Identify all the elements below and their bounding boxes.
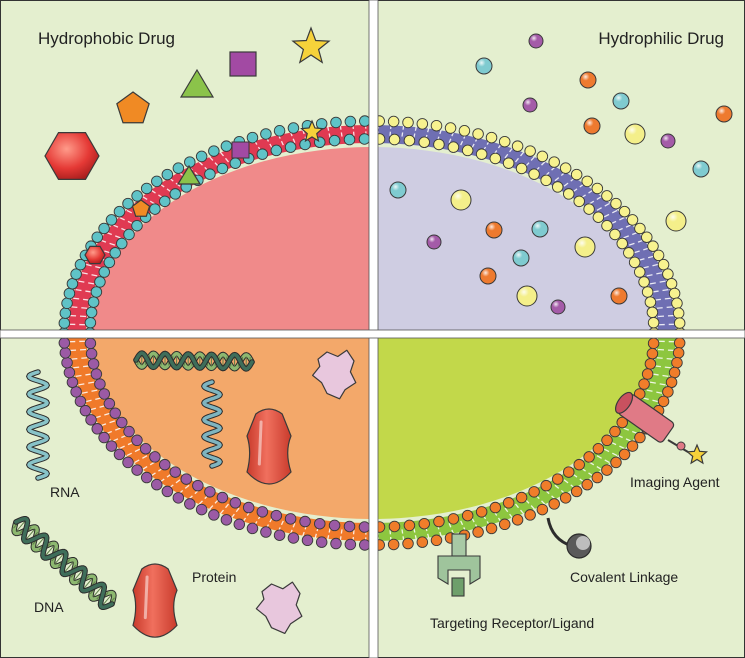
liposome-core (378, 147, 654, 330)
hydrophilic-drug-ball (692, 160, 710, 178)
imaging-agent-label: Imaging Agent (630, 474, 720, 490)
rna-strand (25, 369, 51, 481)
vertical-divider (368, 0, 379, 658)
square-drug (229, 51, 257, 77)
imaging-star-icon (686, 443, 708, 465)
rna-strand-inner (201, 379, 223, 469)
hydrophilic-drug-ball (574, 236, 596, 258)
star-drug (291, 26, 331, 64)
hydrophilic-drug-ball (475, 57, 493, 75)
hydrophilic-drug-ball (389, 181, 407, 199)
hydrophilic-drug-ball (485, 221, 503, 239)
horizontal-divider (0, 329, 745, 339)
surface-modification-quadrant (378, 338, 708, 597)
hydrophilic-drug-ball (579, 71, 597, 89)
hydrophilic-drug-ball (612, 92, 630, 110)
hydrophilic-drug-ball (583, 117, 601, 135)
protein-blob (255, 581, 303, 634)
protein-label: Protein (192, 569, 236, 585)
hydrophilic-drug-ball (665, 210, 687, 232)
protein-blob-inner (312, 349, 357, 400)
targeting-receptor-label: Targeting Receptor/Ligand (430, 615, 594, 631)
protein-capsule-inner (246, 408, 292, 485)
hydrophilic-drug-ball (479, 267, 497, 285)
imaging-agent (614, 391, 708, 465)
hydrophilic-drug-ball (516, 285, 538, 307)
embedded-star-drug (300, 119, 324, 143)
hydrophilic-drug-ball (450, 189, 472, 211)
hydrophilic-drug-ball (550, 299, 566, 315)
hydrophobic-drug-label: Hydrophobic Drug (38, 29, 175, 48)
rna-label: RNA (50, 484, 80, 500)
targeting-receptor (437, 533, 481, 597)
hydrophilic-drug-ball (512, 249, 530, 267)
liposome-core (90, 147, 369, 330)
lipid-heads (58, 338, 369, 551)
protein-capsule (132, 563, 178, 638)
lipid-heads (58, 115, 369, 330)
covalent-linkage (546, 517, 592, 559)
dna-label: DNA (34, 599, 64, 615)
triangle-drug (179, 68, 215, 98)
liposome-core (378, 338, 654, 519)
hydrophilic-drug-ball (528, 33, 544, 49)
hydrophilic-drug-ball (715, 105, 733, 123)
hydrophilic-drug-ball (610, 287, 628, 305)
hexagon-drug (44, 132, 100, 180)
embedded-pentagon-drug (131, 199, 151, 217)
hydrophilic-drug-quadrant (378, 33, 733, 330)
dna-helix (11, 516, 117, 610)
embedded-hexagon-drug (84, 245, 106, 265)
hydrophilic-drug-ball (426, 234, 442, 250)
covalent-linkage-label: Covalent Linkage (570, 569, 678, 585)
liposome-core (90, 338, 369, 519)
lipid-heads (378, 115, 686, 330)
dna-helix-inner (133, 350, 255, 372)
hydrophilic-drug-ball (660, 133, 676, 149)
nucleic-acid-protein-quadrant (11, 338, 369, 638)
embedded-triangle-drug (176, 164, 202, 185)
hydrophobic-drug-quadrant (44, 26, 369, 330)
hydrophilic-drug-ball (522, 97, 538, 113)
pentagon-drug (116, 91, 150, 124)
hydrophilic-drug-label: Hydrophilic Drug (598, 29, 724, 48)
hydrophilic-drug-ball (624, 123, 646, 145)
embedded-square-drug (231, 141, 250, 159)
hydrophilic-drug-ball (531, 220, 549, 238)
